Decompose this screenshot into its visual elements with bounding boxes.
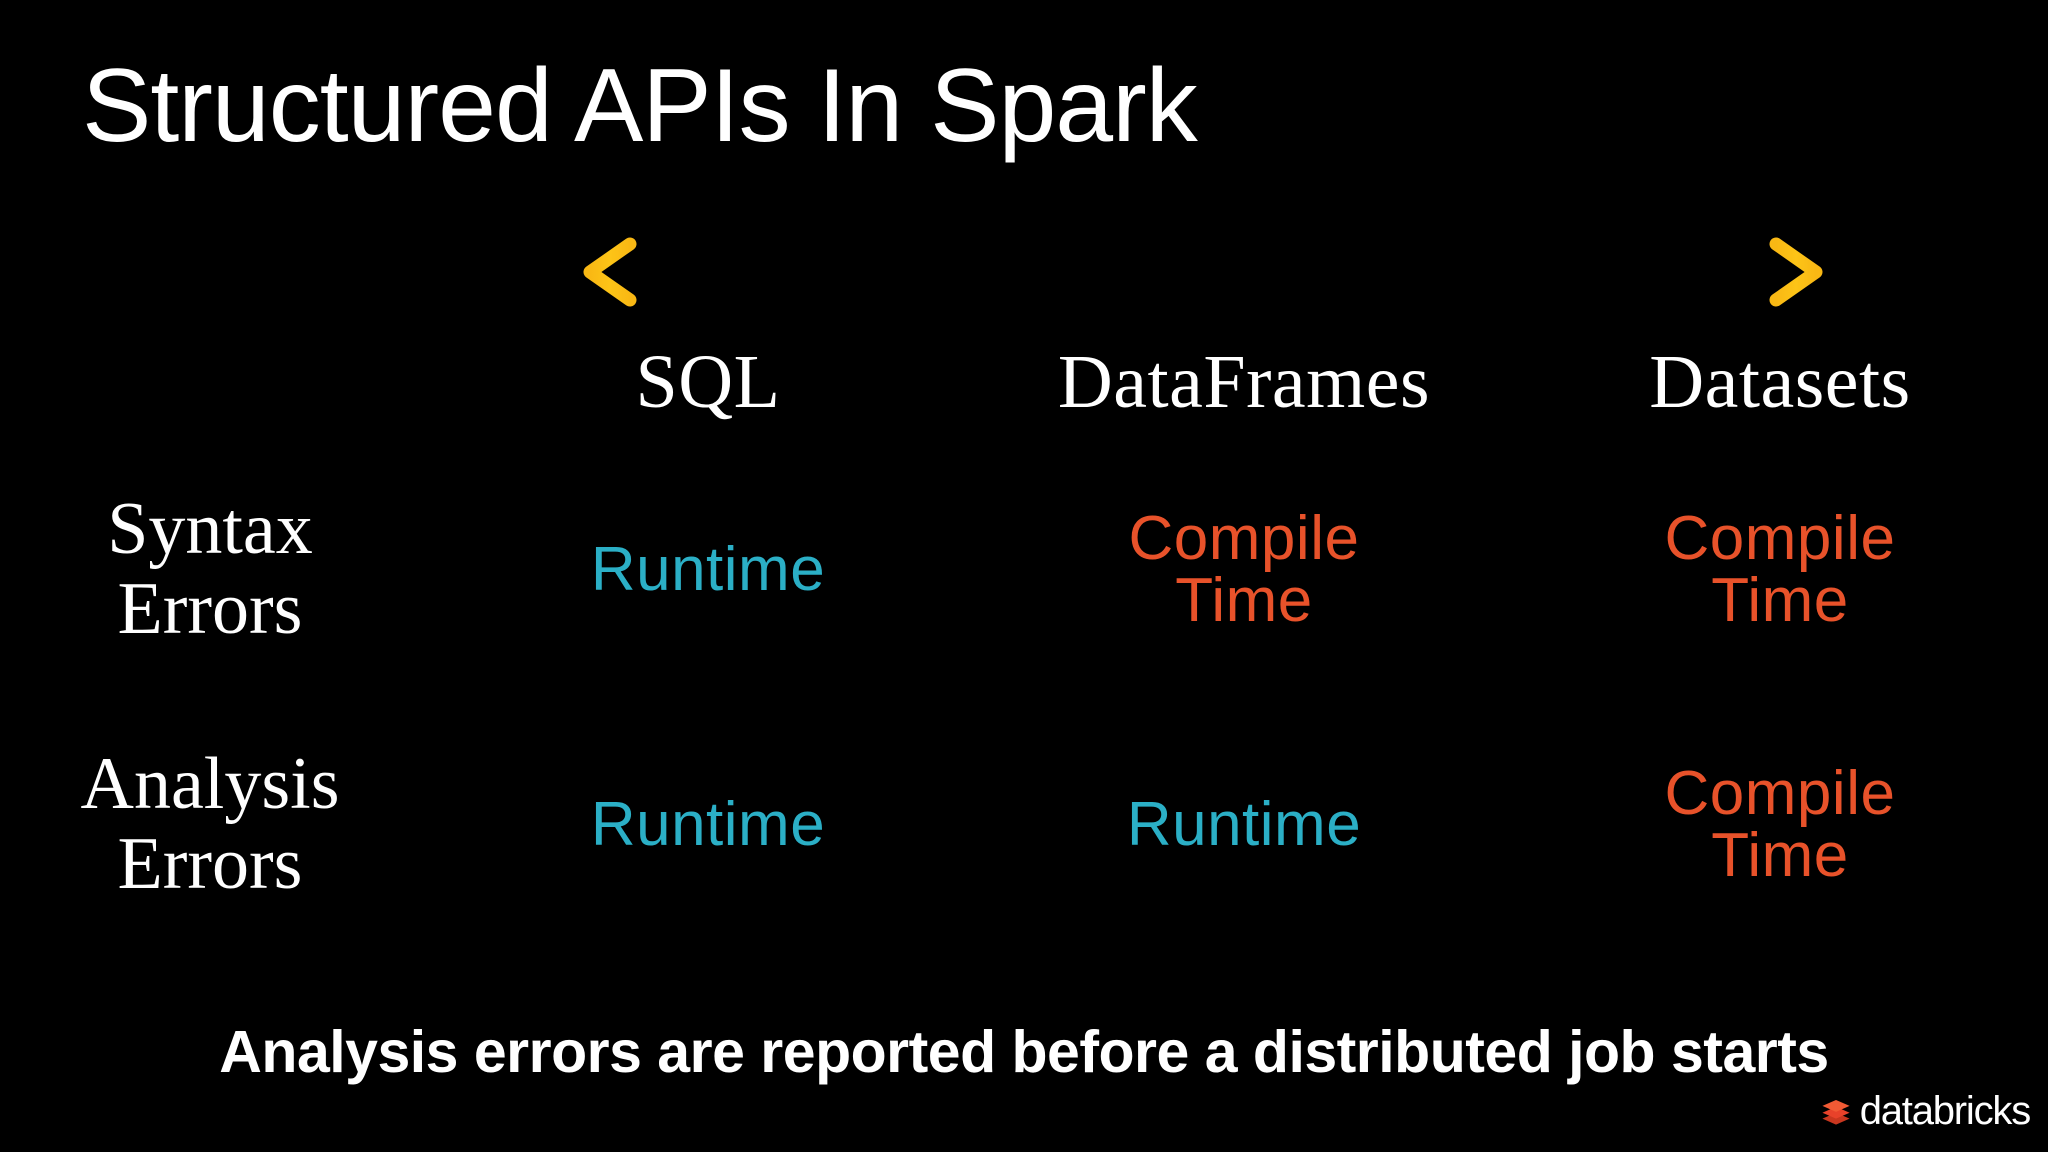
cell-line1: Runtime (590, 534, 826, 604)
column-header-datasets: Datasets (1512, 344, 2048, 420)
slide-caption: Analysis errors are reported before a di… (219, 1019, 1829, 1085)
cell-line1: Compile (1664, 503, 1896, 573)
comparison-matrix: SQL DataFrames Datasets Syntax Errors Ru… (0, 322, 2048, 952)
column-header-label: SQL (635, 340, 781, 424)
page-title: Structured APIs In Spark (82, 48, 1198, 164)
cell-line1: Compile (1664, 758, 1896, 828)
cell-line2: Time (1175, 565, 1313, 635)
databricks-wordmark: databricks (1859, 1089, 2032, 1133)
matrix-row-analysis-errors: Analysis Errors Runtime Runtime Compile … (0, 697, 2048, 952)
matrix-cell-analysis-sql: Runtime (440, 789, 976, 859)
cell-line2: Time (1711, 565, 1849, 635)
column-header-sql: SQL (440, 344, 976, 420)
matrix-cell-value: Compile Time (976, 503, 1512, 635)
databricks-stacked-layers-icon (1822, 1099, 1850, 1125)
row-label-analysis-errors: Analysis Errors (0, 745, 440, 903)
matrix-header-row: SQL DataFrames Datasets (0, 322, 2048, 442)
column-header-label: Datasets (1649, 340, 1911, 424)
column-header-label: DataFrames (1057, 340, 1431, 424)
matrix-cell-value: Compile Time (1512, 503, 2048, 635)
matrix-cell-syntax-datasets: Compile Time (1512, 503, 2048, 635)
matrix-cell-value: Compile Time (1512, 758, 2048, 890)
matrix-cell-value: Runtime (440, 789, 976, 859)
row-label-line2: Errors (117, 567, 303, 650)
matrix-cell-syntax-sql: Runtime (440, 534, 976, 604)
double-headed-arrow (572, 236, 1834, 308)
databricks-logo: databricks (1819, 1088, 2032, 1134)
matrix-cell-analysis-dataframes: Runtime (976, 789, 1512, 859)
matrix-cell-value: Runtime (440, 534, 976, 604)
row-label-syntax-errors: Syntax Errors (0, 490, 440, 648)
matrix-cell-value: Runtime (976, 789, 1512, 859)
double-headed-arrow-icon (583, 237, 1823, 307)
row-label-line2: Errors (117, 822, 303, 905)
cell-line1: Runtime (590, 789, 826, 859)
row-label-line1: Analysis (80, 743, 340, 826)
matrix-cell-syntax-dataframes: Compile Time (976, 503, 1512, 635)
row-label-line1: Syntax (107, 488, 313, 571)
cell-line1: Runtime (1126, 789, 1362, 859)
cell-line2: Time (1711, 820, 1849, 890)
cell-line1: Compile (1128, 503, 1360, 573)
matrix-cell-analysis-datasets: Compile Time (1512, 758, 2048, 890)
matrix-row-syntax-errors: Syntax Errors Runtime Compile Time Compi… (0, 442, 2048, 697)
column-header-dataframes: DataFrames (976, 344, 1512, 420)
